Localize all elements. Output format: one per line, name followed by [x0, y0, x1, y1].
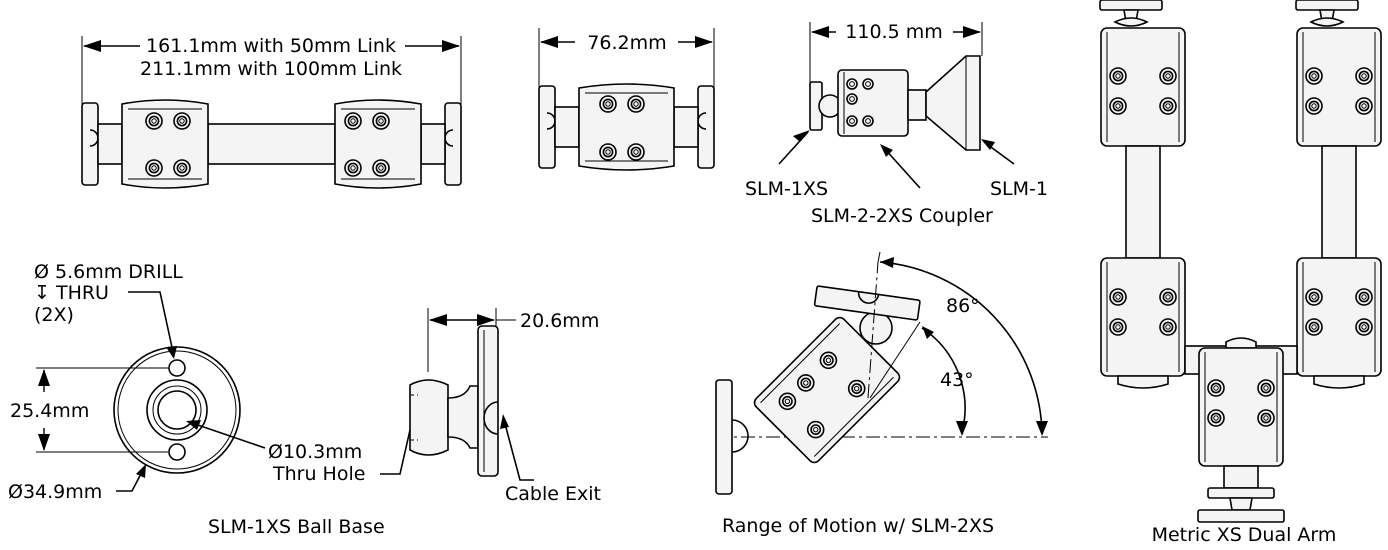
callout-slm-1: SLM-1 — [990, 178, 1048, 200]
upper-socket-right — [1296, 27, 1382, 147]
hole-diameter-label: Ø10.3mm — [268, 441, 362, 463]
hole-thru-label: Thru Hole — [272, 463, 365, 485]
base-outer-circle — [113, 346, 241, 474]
link-tube — [207, 123, 336, 165]
center-neck — [1223, 465, 1259, 489]
coupler-neck — [907, 89, 927, 121]
ball-base-side-view: 20.6mm Cable Exit — [380, 308, 601, 505]
slm-1-flange — [925, 55, 981, 151]
center-socket — [1198, 347, 1284, 467]
arrowhead — [477, 314, 495, 326]
upper-socket-left — [1100, 27, 1186, 147]
lower-socket-right — [1296, 257, 1382, 377]
drill-note-line2: ↧ THRU — [34, 282, 109, 304]
vertical-axis-ray — [867, 261, 879, 399]
short-arm-length-label: 76.2mm — [587, 32, 666, 54]
link-tube-right — [1321, 145, 1357, 259]
hole-leader — [191, 422, 266, 449]
diameter-leader — [116, 469, 144, 492]
top-plate-left — [1099, 0, 1163, 11]
dual-arm-view: Metric XS Dual Arm — [1099, 0, 1382, 546]
arrowhead — [695, 36, 713, 48]
coupler-assembly-view: 110.5 mm SLM-1XS SLM-2-2XS Coupler SLM-1 — [745, 21, 1048, 227]
ball-neck — [554, 106, 580, 148]
thru-hole — [157, 390, 197, 430]
arrowhead — [500, 414, 509, 429]
dual-arm-caption: Metric XS Dual Arm — [1152, 524, 1337, 545]
cable-leader — [503, 419, 534, 481]
drill-note-line3: (2X) — [34, 304, 74, 326]
arrowhead — [429, 314, 447, 326]
arrowhead — [166, 346, 177, 359]
upper-ball — [859, 311, 893, 345]
ball-base-caption: SLM-1XS Ball Base — [208, 516, 385, 538]
ball-base-top-view: Ø 5.6mm DRILL ↧ THRU (2X) 25.4mm Ø34.9mm… — [8, 261, 385, 538]
arrowhead — [83, 40, 101, 52]
angle-arc-86 — [879, 261, 1043, 433]
arrowhead — [880, 144, 893, 157]
range-of-motion-view: 86° 43° Range of Motion w/ SLM-2XS — [715, 251, 1048, 537]
leader-line — [883, 147, 921, 189]
arrowhead — [186, 420, 201, 430]
arrowhead — [442, 40, 460, 52]
base-height-label: 20.6mm — [520, 310, 599, 332]
drill-leader — [128, 291, 174, 353]
link-length-label-100: 211.1mm with 100mm Link — [140, 58, 402, 80]
outer-diameter-label: Ø34.9mm — [8, 481, 102, 503]
angle-43-label: 43° — [940, 369, 974, 391]
hole-leader — [380, 429, 411, 475]
base-flange — [477, 325, 499, 477]
base-plate — [1207, 487, 1275, 499]
angle-arc-43 — [921, 327, 966, 433]
drill-hole-bottom — [168, 443, 186, 461]
angle-86-label: 86° — [946, 295, 980, 317]
link-length-label-50: 161.1mm with 50mm Link — [146, 35, 396, 57]
callout-slm-1xs: SLM-1XS — [745, 178, 828, 200]
socket-clamp — [578, 83, 675, 171]
arrowhead — [136, 464, 146, 478]
link-arm-view: 161.1mm with 50mm Link 211.1mm with 100m… — [81, 35, 462, 189]
arrowhead — [811, 26, 829, 38]
coupler-length-label: 110.5 mm — [845, 21, 942, 43]
bolt-spacing-label: 25.4mm — [10, 400, 89, 422]
arrowhead — [38, 434, 50, 451]
base-mount-plate — [715, 379, 733, 495]
callout-coupler: SLM-2-2XS Coupler — [811, 205, 993, 227]
ball — [409, 379, 449, 456]
ball-neck — [97, 123, 123, 165]
socket-clamp-left — [121, 99, 209, 189]
drill-hole-top — [168, 359, 186, 377]
cable-exit-label: Cable Exit — [505, 483, 601, 505]
short-arm-view: 76.2mm — [538, 28, 715, 171]
arrowhead — [1036, 421, 1048, 436]
arrowhead — [963, 26, 981, 38]
arrowhead — [793, 130, 810, 142]
range-of-motion-caption: Range of Motion w/ SLM-2XS — [722, 515, 994, 537]
ball-neck — [673, 106, 699, 148]
ball-neck — [420, 123, 446, 165]
arrowhead — [38, 369, 50, 386]
tilted-socket-body — [753, 316, 901, 464]
ball-neck — [447, 385, 479, 449]
arrowhead — [956, 421, 968, 436]
arrowhead — [540, 36, 558, 48]
base-flange — [1197, 509, 1285, 523]
cable-exit-slot — [483, 401, 499, 435]
tilt-axis-ray — [869, 321, 921, 399]
arrowhead — [981, 139, 995, 150]
link-tube-left — [1125, 145, 1161, 259]
base-hub-circle — [146, 379, 208, 441]
drill-note-line1: Ø 5.6mm DRILL — [34, 261, 183, 283]
arrowhead — [880, 257, 894, 268]
arrowhead — [922, 326, 934, 339]
lower-socket-left — [1100, 257, 1186, 377]
top-plate-right — [1295, 0, 1359, 11]
